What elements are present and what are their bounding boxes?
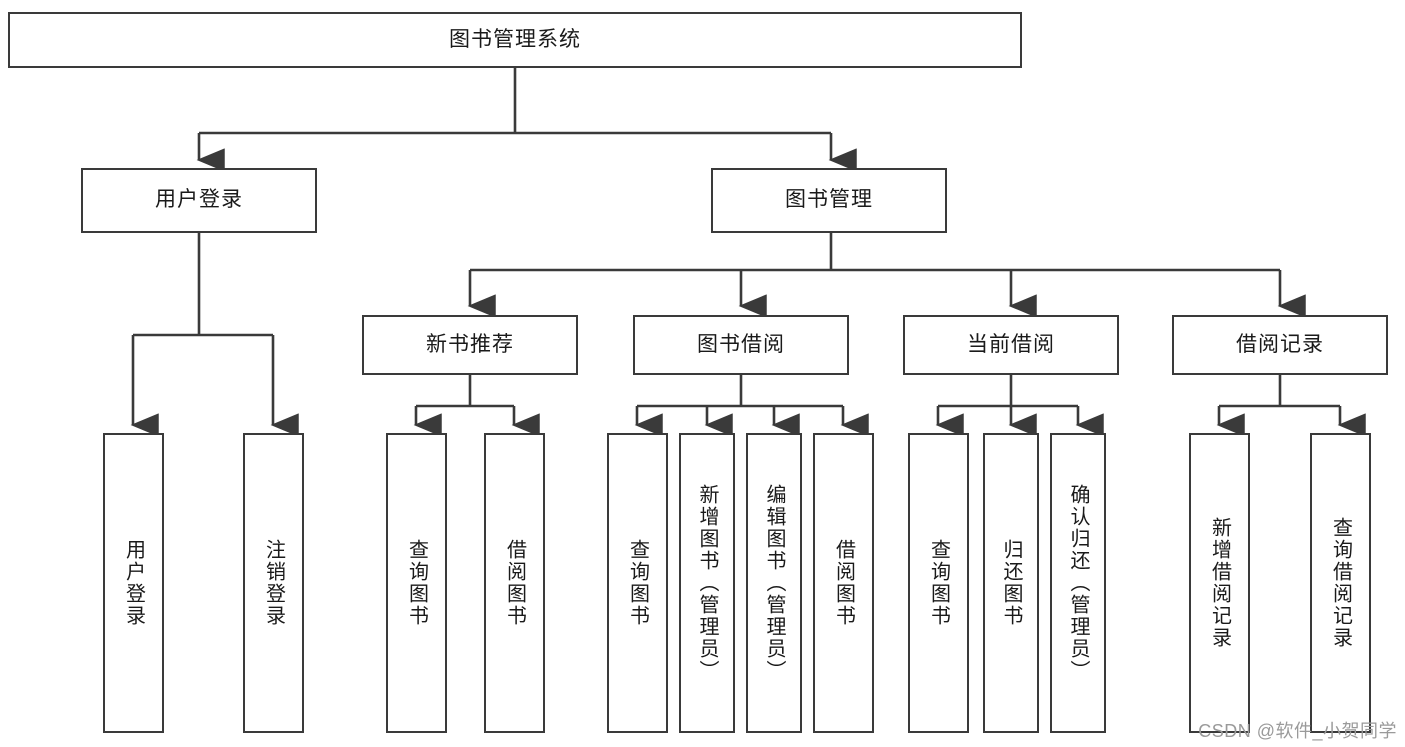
node-book-management[interactable]: 图书管理 — [711, 168, 947, 233]
node-label: 借阅记录 — [1236, 332, 1324, 356]
node-current-borrow[interactable]: 当前借阅 — [903, 315, 1119, 375]
node-new-book-recommend[interactable]: 新书推荐 — [362, 315, 578, 375]
leaf-label: 新增图书（管理员） — [696, 484, 718, 682]
leaf-add-book-admin[interactable]: 新增图书（管理员） — [679, 433, 735, 733]
leaf-label: 查询图书 — [405, 539, 428, 627]
leaf-label: 借阅图书 — [503, 539, 526, 627]
leaf-label: 归还图书 — [1000, 539, 1022, 627]
node-label: 图书借阅 — [697, 332, 785, 356]
node-user-login[interactable]: 用户登录 — [81, 168, 317, 233]
leaf-label: 查询图书 — [927, 539, 950, 627]
leaf-borrow-book-recommend[interactable]: 借阅图书 — [484, 433, 545, 733]
leaf-label: 新增借阅记录 — [1208, 517, 1231, 649]
leaf-borrow-book[interactable]: 借阅图书 — [813, 433, 874, 733]
node-root[interactable]: 图书管理系统 — [8, 12, 1022, 68]
leaf-label: 用户登录 — [122, 539, 145, 627]
leaf-query-borrow-record[interactable]: 查询借阅记录 — [1310, 433, 1371, 733]
leaf-label: 编辑图书（管理员） — [763, 484, 785, 682]
leaf-logout[interactable]: 注销登录 — [243, 433, 304, 733]
node-root-label: 图书管理系统 — [449, 27, 581, 51]
leaf-edit-book-admin[interactable]: 编辑图书（管理员） — [746, 433, 802, 733]
node-label: 新书推荐 — [426, 332, 514, 356]
leaf-return-book[interactable]: 归还图书 — [983, 433, 1039, 733]
node-label: 图书管理 — [785, 188, 873, 212]
node-label: 用户登录 — [155, 188, 243, 212]
leaf-label: 注销登录 — [262, 539, 285, 627]
watermark-text: CSDN @软件_小贺同学 — [1198, 721, 1397, 741]
node-borrow-record[interactable]: 借阅记录 — [1172, 315, 1388, 375]
leaf-add-borrow-record[interactable]: 新增借阅记录 — [1189, 433, 1250, 733]
leaf-label: 确认归还（管理员） — [1067, 484, 1089, 682]
leaf-label: 查询借阅记录 — [1329, 517, 1352, 649]
node-book-borrow[interactable]: 图书借阅 — [633, 315, 849, 375]
node-label: 当前借阅 — [967, 332, 1055, 356]
leaf-query-book-recommend[interactable]: 查询图书 — [386, 433, 447, 733]
leaf-label: 查询图书 — [626, 539, 649, 627]
leaf-confirm-return-admin[interactable]: 确认归还（管理员） — [1050, 433, 1106, 733]
leaf-query-book-borrow[interactable]: 查询图书 — [607, 433, 668, 733]
leaf-label: 借阅图书 — [832, 539, 855, 627]
leaf-query-book-current[interactable]: 查询图书 — [908, 433, 969, 733]
leaf-user-login[interactable]: 用户登录 — [103, 433, 164, 733]
